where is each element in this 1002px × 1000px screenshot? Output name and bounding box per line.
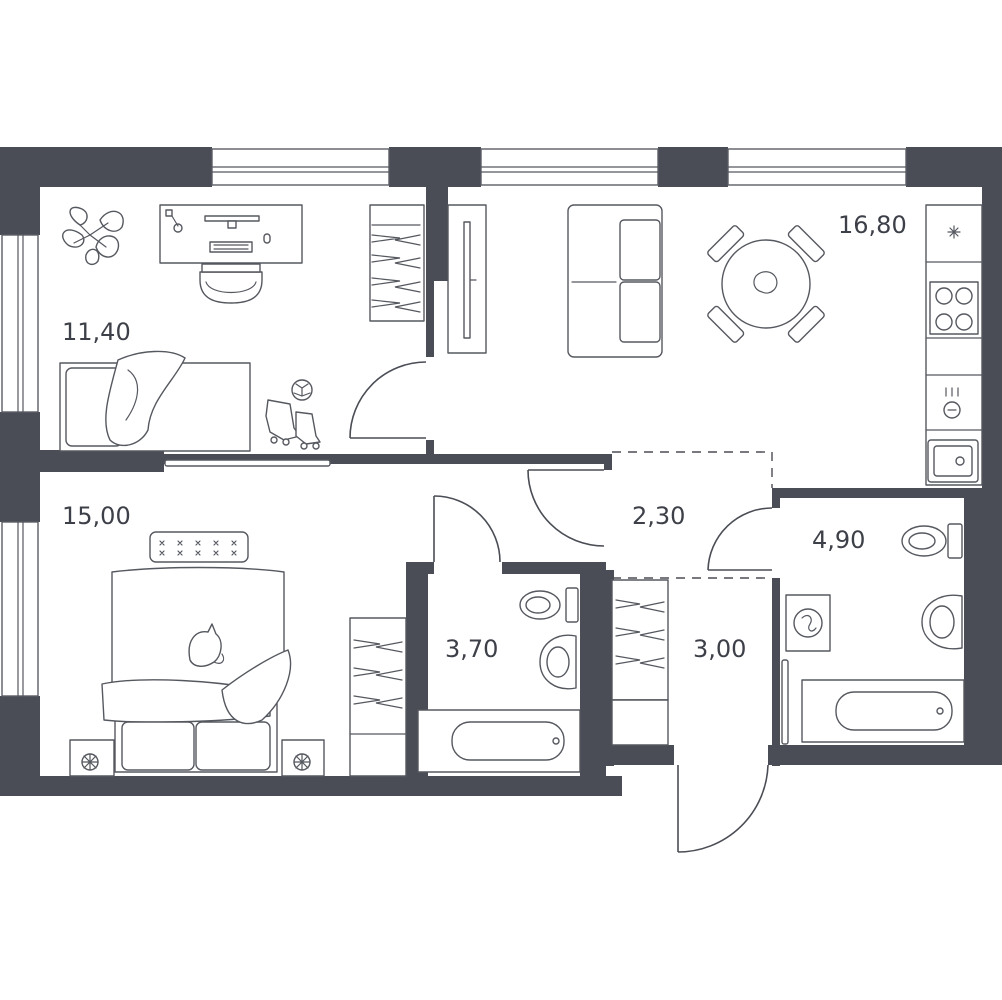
radiator xyxy=(164,459,331,467)
wardrobe-icon xyxy=(611,579,669,746)
rug-icon xyxy=(149,531,249,563)
area-labels: 11,40 16,80 15,00 2,30 3,70 3,00 4,90 xyxy=(62,211,907,663)
wardrobe-icon xyxy=(349,617,407,777)
washbasin-icon xyxy=(921,594,963,650)
office-chair-icon xyxy=(199,263,263,304)
washbasin-icon xyxy=(539,634,577,690)
room-area-living-kitchen: 16,80 xyxy=(838,211,907,239)
bed-icon xyxy=(101,566,292,773)
toilet-icon xyxy=(901,523,963,559)
room-area-hall: 2,30 xyxy=(632,502,685,530)
room-area-bedroom-2: 15,00 xyxy=(62,502,131,530)
bed-icon xyxy=(59,350,251,452)
doors xyxy=(349,361,773,853)
room-area-bedroom-1: 11,40 xyxy=(62,318,131,346)
nightstand-icon xyxy=(69,739,115,777)
washing-machine-icon xyxy=(785,594,831,652)
bathtub-icon xyxy=(417,709,581,773)
sink-icon xyxy=(927,439,979,483)
skates-icon xyxy=(265,399,321,450)
windows xyxy=(1,148,907,697)
walls xyxy=(0,147,1002,796)
nightstand-icon xyxy=(281,739,325,777)
desk-icon xyxy=(159,204,303,264)
plant-icon xyxy=(62,206,124,266)
room-area-bathroom-2: 4,90 xyxy=(812,526,865,554)
hood-icon xyxy=(947,225,961,239)
room-area-bathroom-1: 3,70 xyxy=(445,635,498,663)
hob-icon xyxy=(929,281,979,335)
kitchen-counter xyxy=(925,204,983,486)
radiator xyxy=(781,659,789,745)
sofa-icon xyxy=(567,204,663,358)
dining-table-icon xyxy=(707,225,825,343)
cat-icon xyxy=(188,623,225,667)
bathtub-icon xyxy=(801,679,965,743)
tv-icon xyxy=(447,204,487,354)
wardrobe-icon xyxy=(369,204,425,322)
room-area-entrance: 3,00 xyxy=(693,635,746,663)
toilet-icon xyxy=(519,587,579,623)
oven-icon xyxy=(943,387,961,419)
ball-icon xyxy=(291,379,313,401)
